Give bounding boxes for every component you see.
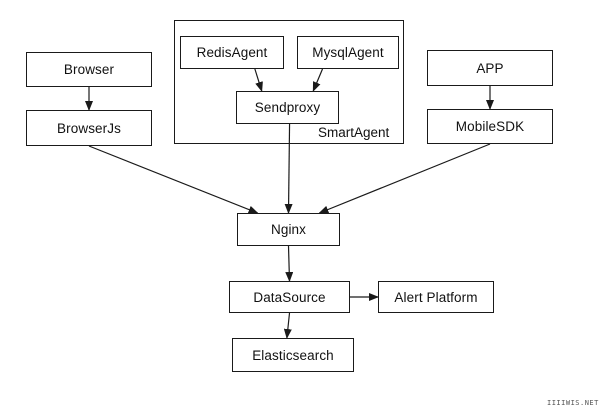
nginx-node: Nginx bbox=[237, 213, 340, 246]
datasource-node: DataSource bbox=[229, 281, 350, 313]
edge-redis-agent-to-sendproxy bbox=[254, 68, 263, 92]
smartagent-group-label: SmartAgent bbox=[318, 125, 390, 140]
alert-platform-node: Alert Platform bbox=[378, 281, 494, 313]
app-node: APP bbox=[427, 50, 553, 86]
elasticsearch-node: Elasticsearch bbox=[232, 338, 354, 372]
edge-datasource-to-elasticsearch bbox=[283, 312, 292, 339]
edge-nginx-to-datasource bbox=[285, 245, 294, 282]
edge-browserjs-to-nginx bbox=[88, 145, 259, 214]
edge-mysql-agent-to-sendproxy bbox=[312, 68, 324, 92]
sendproxy-node: Sendproxy bbox=[236, 91, 339, 124]
edge-sendproxy-to-nginx bbox=[284, 123, 293, 214]
edge-mobile-sdk-to-nginx bbox=[318, 143, 491, 214]
mobile-sdk-node: MobileSDK bbox=[427, 109, 553, 144]
browserjs-node: BrowserJs bbox=[26, 110, 152, 146]
mysql-agent-node: MysqlAgent bbox=[297, 36, 399, 69]
watermark: IIIIWIS.NET bbox=[547, 399, 599, 407]
smartagent-group bbox=[174, 20, 404, 144]
redis-agent-node: RedisAgent bbox=[180, 36, 284, 69]
browser-node: Browser bbox=[26, 52, 152, 87]
